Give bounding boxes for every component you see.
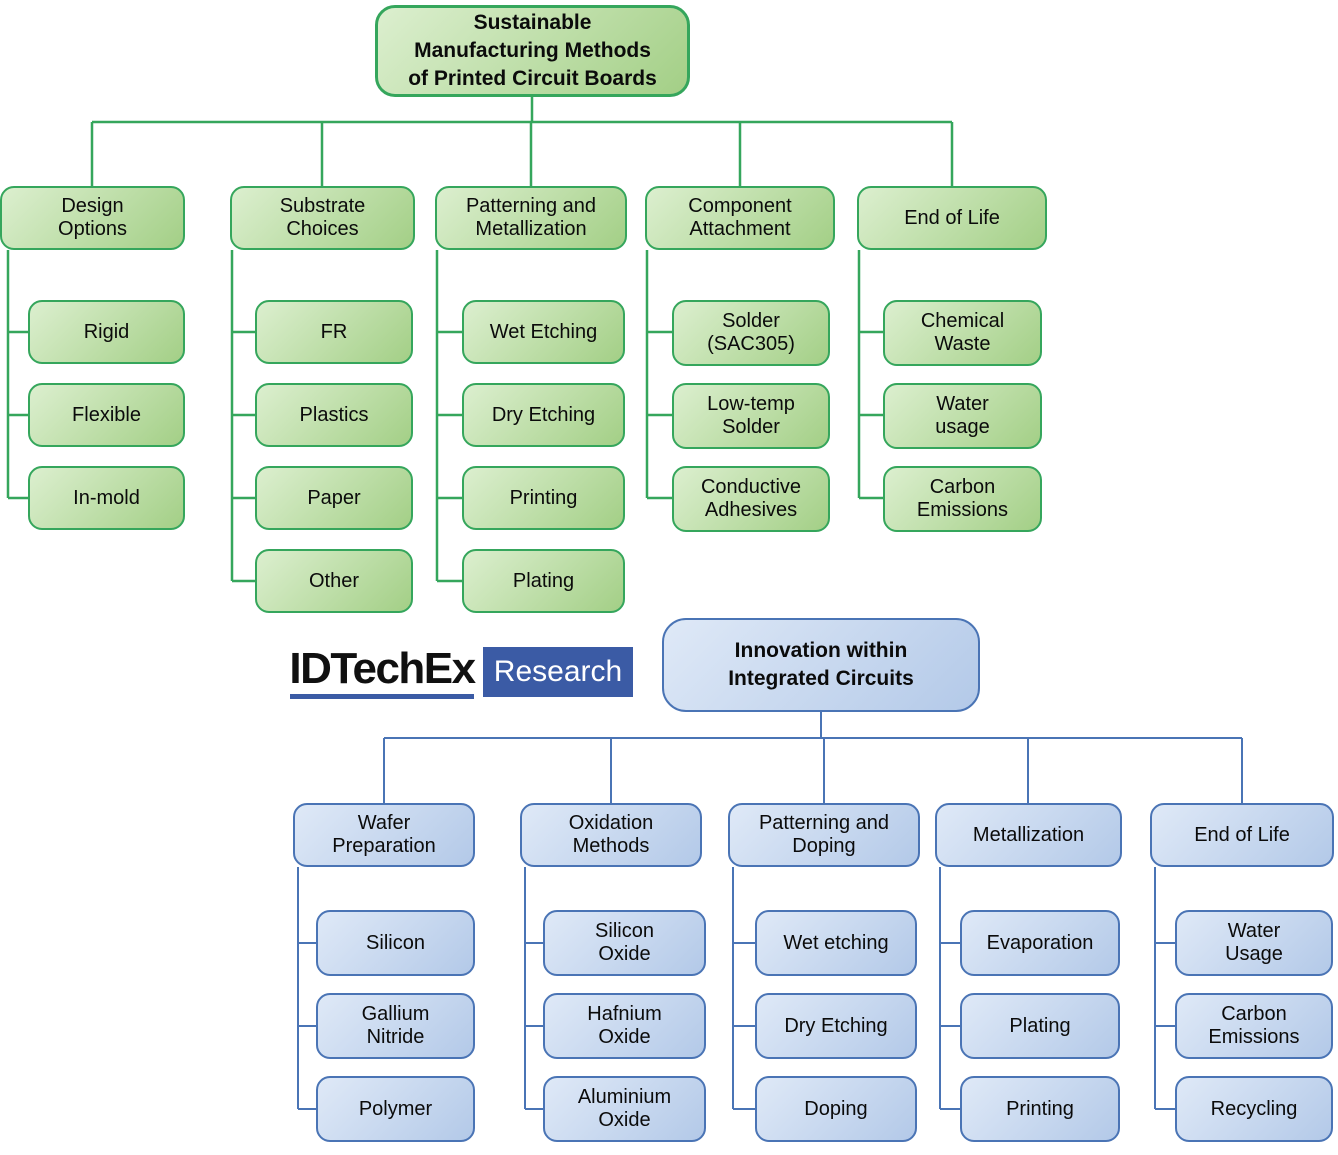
ic-leaf-silicon-oxide: Silicon Oxide — [543, 910, 706, 976]
pcb-leaf-rigid: Rigid — [28, 300, 185, 364]
idtechex-underline — [290, 694, 474, 699]
ic-root-node: Innovation within Integrated Circuits — [662, 618, 980, 712]
pcb-leaf-dry-etching: Dry Etching — [462, 383, 625, 447]
ic-leaf-doping: Doping — [755, 1076, 917, 1142]
pcb-branch-design-options: Design Options — [0, 186, 185, 250]
pcb-leaf-conductive-adhesives: Conductive Adhesives — [672, 466, 830, 532]
ic-branch-oxidation-methods: Oxidation Methods — [520, 803, 702, 867]
ic-leaf-water-usage: Water Usage — [1175, 910, 1333, 976]
pcb-leaf-flexible: Flexible — [28, 383, 185, 447]
ic-leaf-wet-etching: Wet etching — [755, 910, 917, 976]
ic-leaf-dry-etching: Dry Etching — [755, 993, 917, 1059]
pcb-leaf-wet-etching: Wet Etching — [462, 300, 625, 364]
ic-leaf-plating: Plating — [960, 993, 1120, 1059]
pcb-leaf-fr: FR — [255, 300, 413, 364]
pcb-branch-end-of-life: End of Life — [857, 186, 1047, 250]
pcb-leaf-other: Other — [255, 549, 413, 613]
pcb-leaf-carbon-emissions: Carbon Emissions — [883, 466, 1042, 532]
ic-leaf-silicon: Silicon — [316, 910, 475, 976]
pcb-branch-component-attachment: Component Attachment — [645, 186, 835, 250]
ic-branch-end-of-life: End of Life — [1150, 803, 1334, 867]
research-badge: Research — [483, 647, 633, 697]
pcb-leaf-solder-sac305: Solder (SAC305) — [672, 300, 830, 366]
ic-leaf-recycling: Recycling — [1175, 1076, 1333, 1142]
pcb-branch-substrate-choices: Substrate Choices — [230, 186, 415, 250]
ic-branch-wafer-preparation: Wafer Preparation — [293, 803, 475, 867]
pcb-branch-patterning-metallization: Patterning and Metallization — [435, 186, 627, 250]
pcb-leaf-plastics: Plastics — [255, 383, 413, 447]
ic-branch-metallization: Metallization — [935, 803, 1122, 867]
ic-leaf-hafnium-oxide: Hafnium Oxide — [543, 993, 706, 1059]
ic-leaf-gallium-nitride: Gallium Nitride — [316, 993, 475, 1059]
ic-leaf-printing: Printing — [960, 1076, 1120, 1142]
pcb-leaf-plating: Plating — [462, 549, 625, 613]
pcb-leaf-low-temp-solder: Low-temp Solder — [672, 383, 830, 449]
ic-branch-patterning-doping: Patterning and Doping — [728, 803, 920, 867]
ic-leaf-carbon-emissions: Carbon Emissions — [1175, 993, 1333, 1059]
ic-leaf-polymer: Polymer — [316, 1076, 475, 1142]
ic-leaf-evaporation: Evaporation — [960, 910, 1120, 976]
ic-leaf-aluminium-oxide: Aluminium Oxide — [543, 1076, 706, 1142]
pcb-leaf-water-usage: Water usage — [883, 383, 1042, 449]
pcb-leaf-printing: Printing — [462, 466, 625, 530]
pcb-root-node: Sustainable Manufacturing Methods of Pri… — [375, 5, 690, 97]
pcb-leaf-chemical-waste: Chemical Waste — [883, 300, 1042, 366]
idtechex-wordmark: IDTechEx — [289, 644, 476, 693]
pcb-leaf-paper: Paper — [255, 466, 413, 530]
pcb-leaf-in-mold: In-mold — [28, 466, 185, 530]
